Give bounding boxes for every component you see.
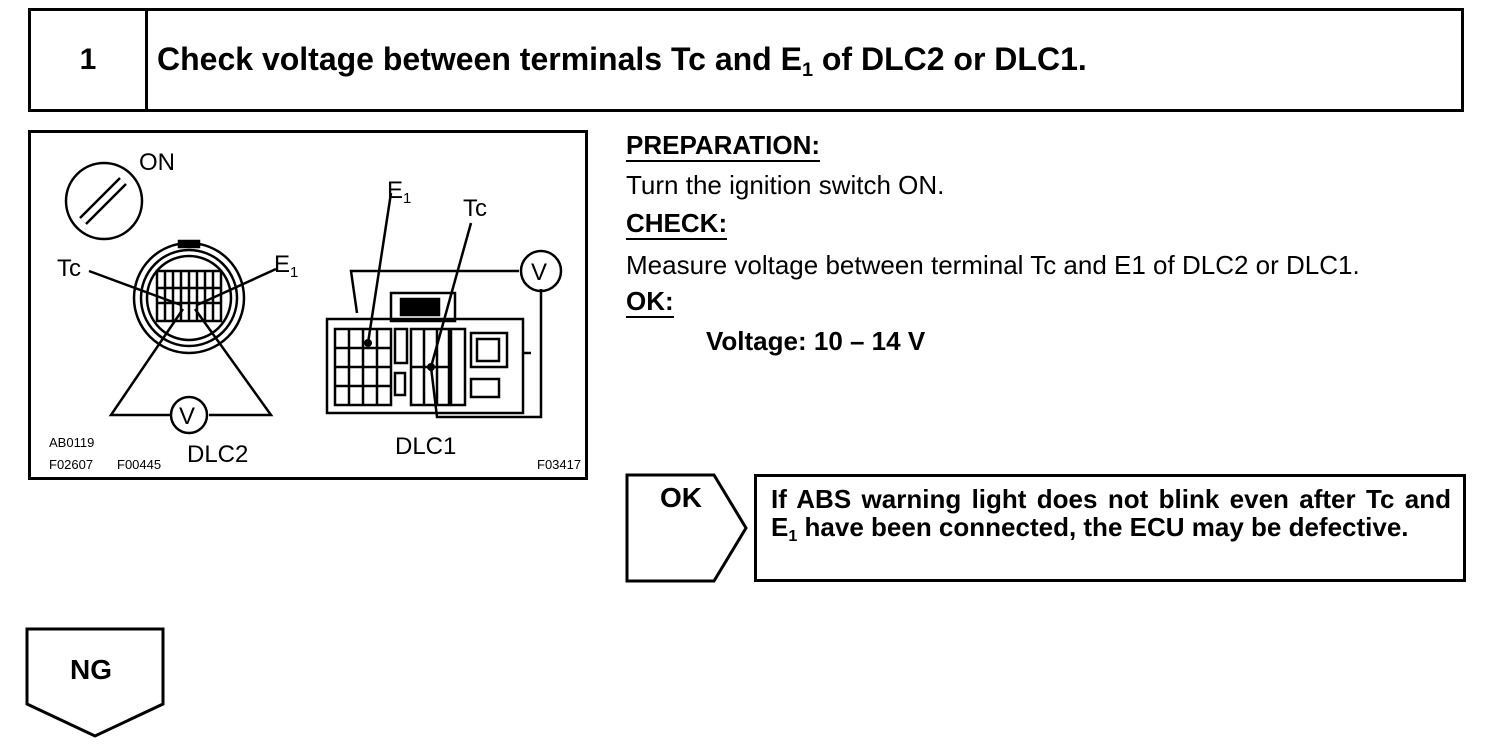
dlc2-voltmeter-label: V — [179, 403, 196, 430]
step-number: 1 — [31, 11, 148, 109]
ignition-key-slot-icon — [79, 177, 127, 225]
dlc2-voltmeter-icon — [169, 395, 209, 435]
dlc2-connector-icon — [132, 239, 246, 355]
ignition-label: ON — [139, 149, 175, 176]
connector-drawing — [64, 161, 563, 435]
dlc1-connector-icon — [325, 291, 531, 415]
ok-branch-label: OK — [660, 482, 702, 513]
dlc1-tc-label: Tc — [463, 195, 487, 222]
step-header: 1 Check voltage between terminals Tc and… — [28, 8, 1464, 112]
preparation-heading: PREPARATION: — [626, 130, 821, 162]
dlc1-e1-label: E1 — [387, 177, 412, 207]
step-title: Check voltage between terminals Tc and E… — [157, 41, 1087, 82]
ng-branch-label: NG — [70, 654, 112, 685]
dlc2-e1-label: E1 — [274, 251, 299, 281]
ok-spec: Voltage: 10 – 14 V — [706, 326, 926, 356]
ok-heading: OK: — [626, 286, 674, 318]
connector-illustration: ON Tc E1 V DLC2 E1 Tc V DLC1 AB0119 F026… — [28, 130, 588, 480]
preparation-text: Turn the ignition switch ON. — [626, 170, 945, 200]
check-heading: CHECK: — [626, 208, 728, 240]
dlc2-name-label: DLC2 — [187, 441, 249, 468]
ok-result-box: If ABS warning light does not blink even… — [754, 474, 1466, 582]
dlc1-tc-probe-icon — [427, 363, 435, 371]
check-text: Measure voltage between terminal Tc and … — [626, 250, 1360, 280]
dlc1-name-label: DLC1 — [395, 433, 457, 460]
figure-code-ab0119: AB0119 — [49, 435, 95, 450]
dlc1-voltmeter-icon — [519, 249, 563, 293]
figure-code-f03417: F03417 — [537, 457, 582, 472]
ignition-switch-icon — [64, 161, 144, 241]
figure-code-f00445: F00445 — [117, 457, 162, 472]
dlc1-e1-probe-icon — [364, 339, 372, 347]
figure-code-f02607: F02607 — [49, 457, 94, 472]
ok-arrow-icon — [625, 473, 748, 583]
dlc1-voltmeter-label: V — [531, 259, 548, 286]
dlc2-tc-label: Tc — [57, 255, 81, 282]
ng-arrow-icon — [25, 627, 165, 738]
